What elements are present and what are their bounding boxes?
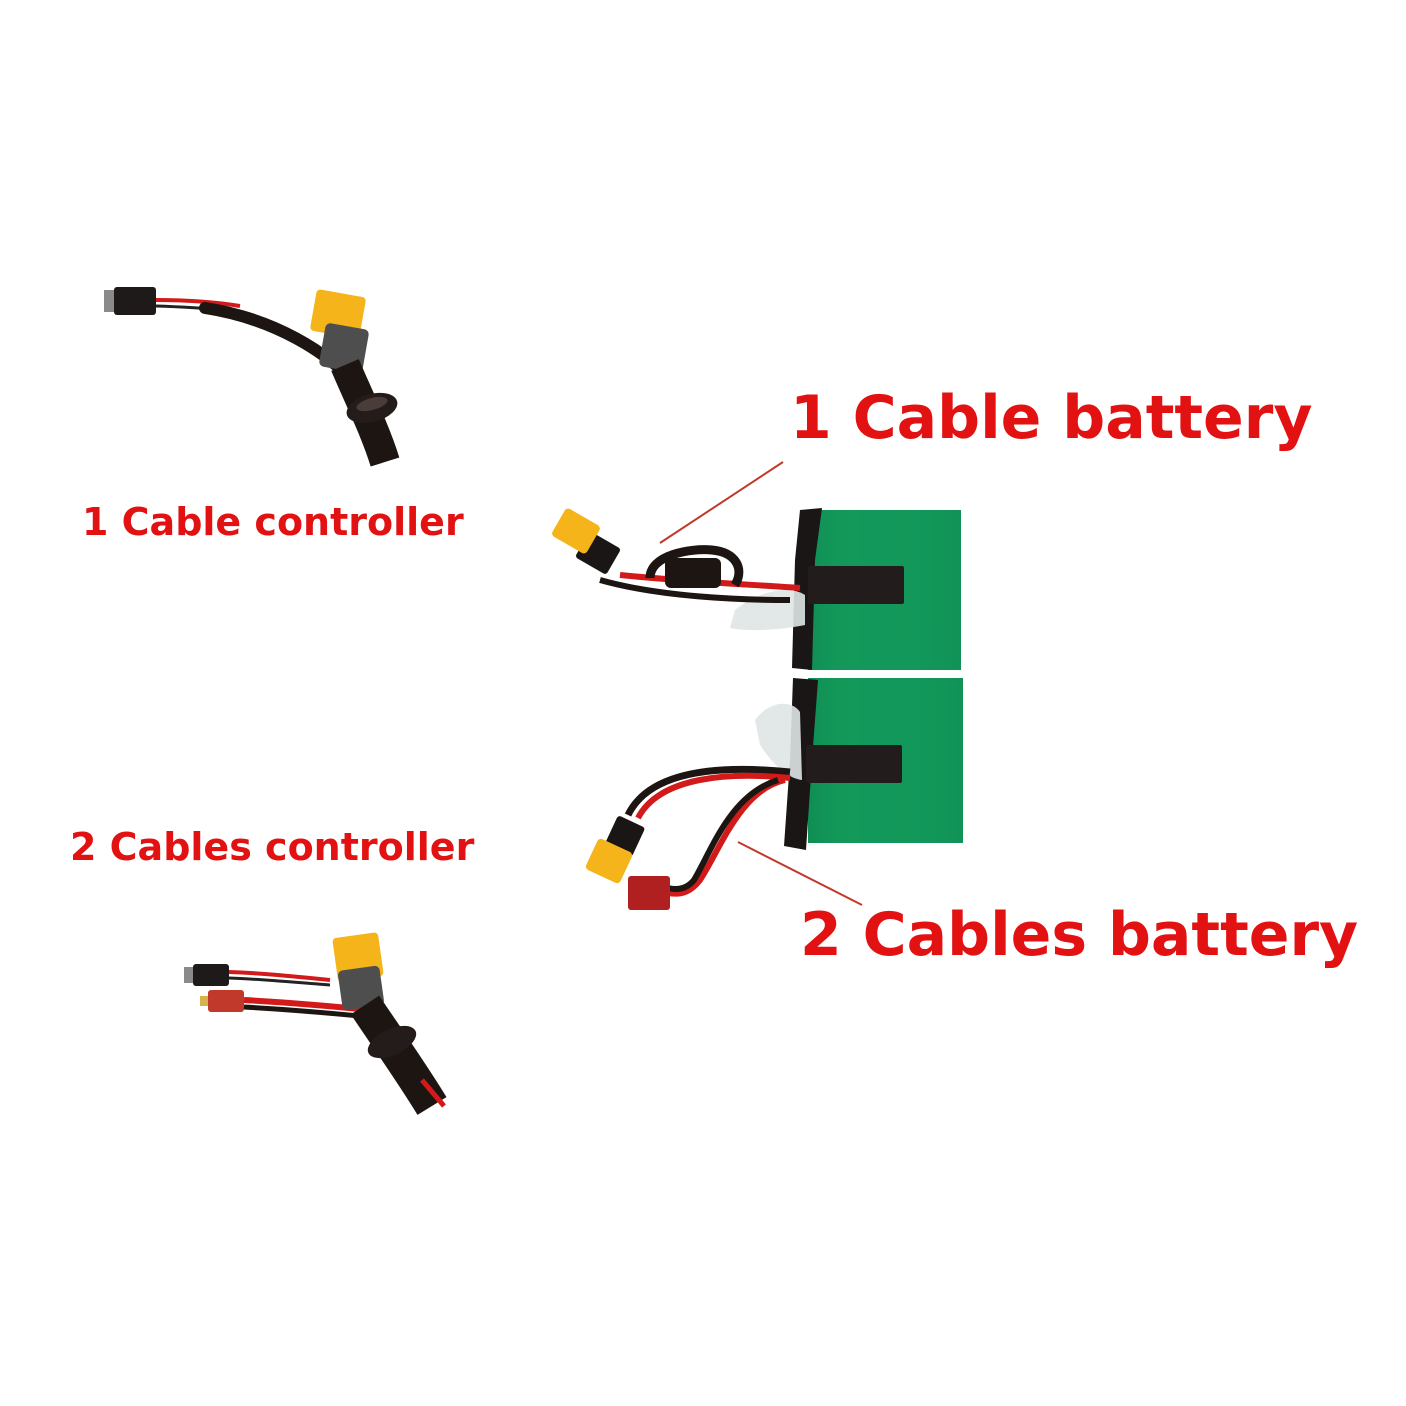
cable-grommet	[367, 1025, 417, 1059]
one-cable-controller-label: 1 Cable controller	[82, 500, 464, 544]
xt60-connector	[310, 289, 366, 339]
signal-wire-red	[155, 298, 241, 308]
battery-bottom-photo	[585, 678, 963, 910]
jst-plug-body	[114, 287, 156, 315]
one-cable-controller-photo	[104, 287, 400, 467]
two-cables-battery-label: 2 Cables battery	[800, 900, 1359, 970]
battery-top-photo	[552, 508, 961, 670]
fuse-holder	[645, 545, 744, 588]
battery-end-cap	[792, 508, 822, 670]
two-cables-controller-photo	[184, 932, 447, 1115]
jst-plug-body	[193, 964, 229, 986]
one-cable-battery-label: 1 Cable battery	[790, 383, 1313, 453]
pointer-line-two-cables	[737, 841, 863, 906]
two-cables-controller-label: 2 Cables controller	[70, 825, 475, 869]
xt60-connector	[552, 508, 600, 554]
deans-plug	[208, 990, 244, 1012]
pointer-line-one-cable	[659, 461, 784, 544]
xt60-connector	[585, 838, 633, 884]
jst-plug-tip	[104, 290, 116, 312]
deans-connector	[628, 876, 670, 910]
battery-tape	[806, 745, 902, 783]
battery-tape	[808, 566, 904, 604]
